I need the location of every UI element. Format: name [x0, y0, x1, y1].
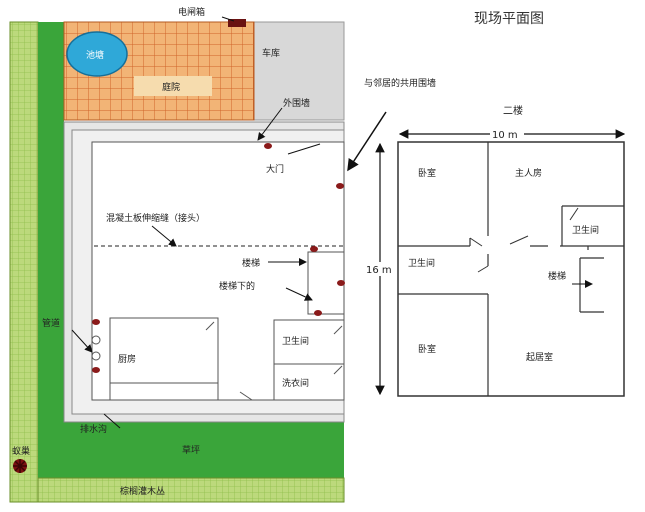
- kitchen-room: [109, 317, 219, 401]
- floor2-stairs-label: 楼梯: [548, 270, 566, 282]
- shared-wall-leader: [347, 111, 387, 172]
- termite-icon: [310, 246, 318, 252]
- door-bath-right: [569, 207, 579, 221]
- height-label: 16 m: [366, 265, 392, 276]
- floor2-master-room-label: 主人房: [515, 167, 542, 179]
- termite-icon: [92, 367, 100, 373]
- gate-door-line: [287, 143, 321, 155]
- floor2-bedroom-top-label: 卧室: [418, 167, 436, 179]
- door-bedroom-bottom: [477, 265, 489, 273]
- page-title: 现场平面图: [474, 11, 544, 27]
- kitchen-door: [205, 321, 215, 331]
- meter-box-label: 电闸箱: [178, 6, 205, 18]
- laundry-room: [273, 363, 345, 401]
- under-stairs-leader: [285, 287, 313, 301]
- floor2-bathroom-right-label: 卫生间: [572, 224, 599, 236]
- pond: [66, 31, 128, 77]
- joint-leader: [151, 225, 177, 247]
- meter-box: [228, 19, 246, 27]
- bathroom-label: 卫生间: [282, 335, 309, 347]
- width-label: 10 m: [492, 130, 518, 141]
- termite-icon: [337, 280, 345, 286]
- laundry-door: [333, 365, 343, 375]
- bottom-lawn: [38, 422, 344, 478]
- drain-leader: [103, 413, 121, 429]
- left-lawn: [38, 22, 64, 422]
- second-floor-heading: 二楼: [503, 104, 523, 117]
- courtyard-label: 庭院: [162, 81, 180, 93]
- floor2-bathroom-left-label: 卫生间: [408, 257, 435, 269]
- pipe-label: 管道: [42, 317, 60, 329]
- garage-label: 车库: [262, 47, 280, 59]
- termite-icon: [92, 319, 100, 325]
- shared-wall-label: 与邻居的共用围墙: [364, 77, 436, 89]
- stairs-label: 楼梯: [242, 257, 260, 269]
- bath-door: [333, 325, 343, 335]
- floor2-bedroom-bottom-label: 卧室: [418, 343, 436, 355]
- floor2-living-room-label: 起居室: [526, 351, 553, 363]
- left-hedge: [9, 21, 39, 503]
- termite-icon: [336, 183, 344, 189]
- termite-icon: [314, 310, 322, 316]
- lawn-label: 草坪: [182, 444, 200, 456]
- drain-label: 排水沟: [80, 423, 107, 435]
- shrubs-label: 棕榈灌木丛: [120, 485, 165, 497]
- door-bath-left: [469, 237, 483, 247]
- laundry-label: 洗衣间: [282, 377, 309, 389]
- meter-box-leader: [221, 16, 235, 22]
- outer-wall-label: 外围墙: [283, 97, 310, 109]
- termite-icon: [264, 143, 272, 149]
- second-floor-walls: [398, 142, 624, 396]
- termite-nest-label: 蚁巢: [12, 445, 30, 457]
- concrete-joint-label: 混凝土板伸缩缝（接头）: [106, 212, 205, 224]
- back-door: [239, 391, 253, 401]
- door-master: [509, 235, 529, 245]
- height-label-bg: [364, 262, 394, 276]
- courtyard-label-box: [134, 76, 212, 96]
- gate-label: 大门: [266, 163, 284, 175]
- pipe-leader: [71, 329, 93, 353]
- termite-nest-icon: [13, 459, 27, 473]
- second-floor-outline: [397, 141, 625, 397]
- width-label-bg: [490, 127, 524, 140]
- pond-label: 池塘: [86, 49, 104, 61]
- outer-wall-leader: [257, 107, 283, 141]
- under-stairs-label: 楼梯下的: [219, 280, 255, 292]
- kitchen-label: 厨房: [118, 353, 136, 365]
- bottom-hedge: [37, 477, 345, 503]
- pipe-circle-2: [91, 351, 101, 361]
- pipe-circle-1: [91, 335, 101, 345]
